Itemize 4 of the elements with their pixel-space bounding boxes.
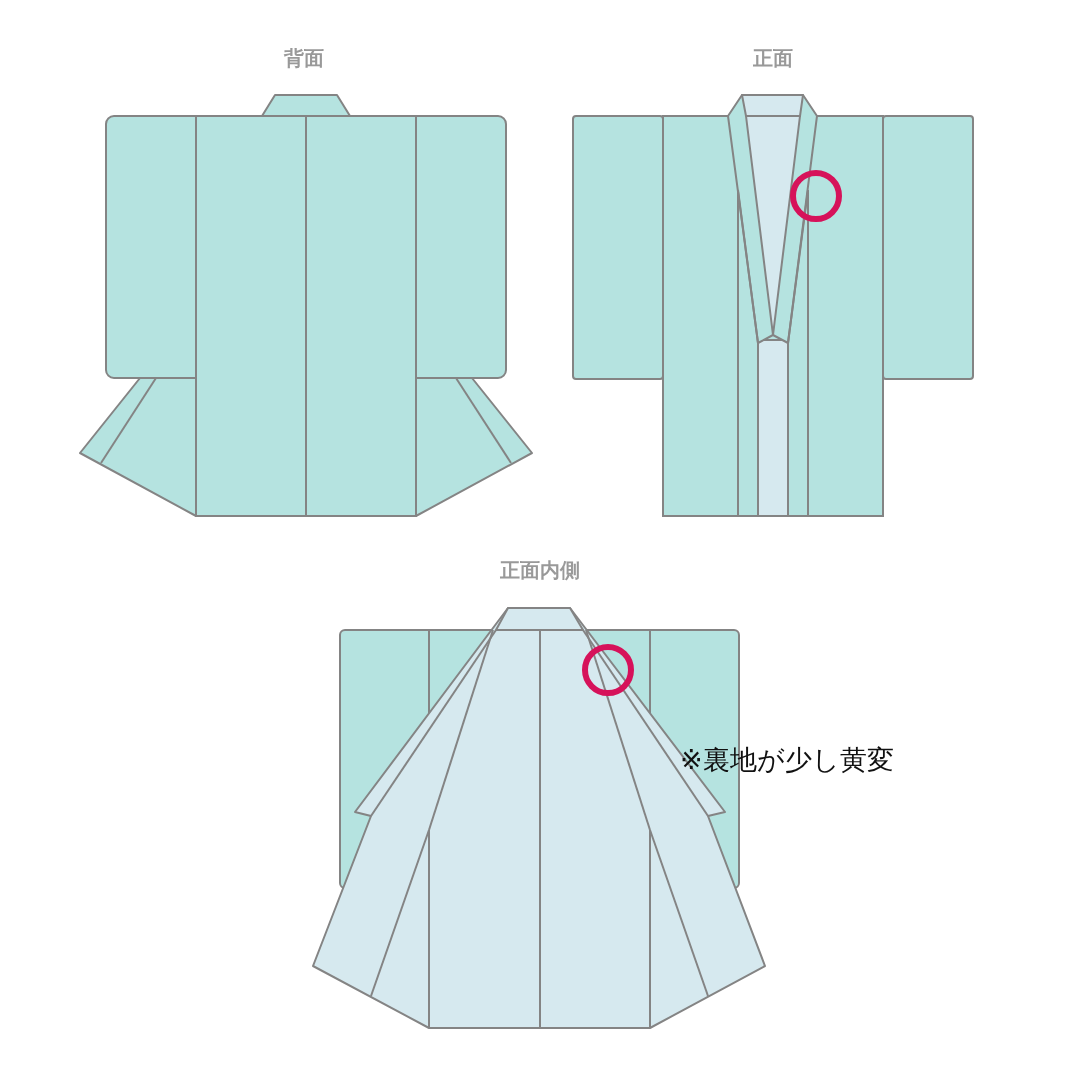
view-heading: 正面内側 [500,557,580,584]
note-text: ※裏地が少し黄変 [680,743,894,777]
view-heading: 背面 [284,45,324,72]
view-heading: 正面 [753,45,793,72]
